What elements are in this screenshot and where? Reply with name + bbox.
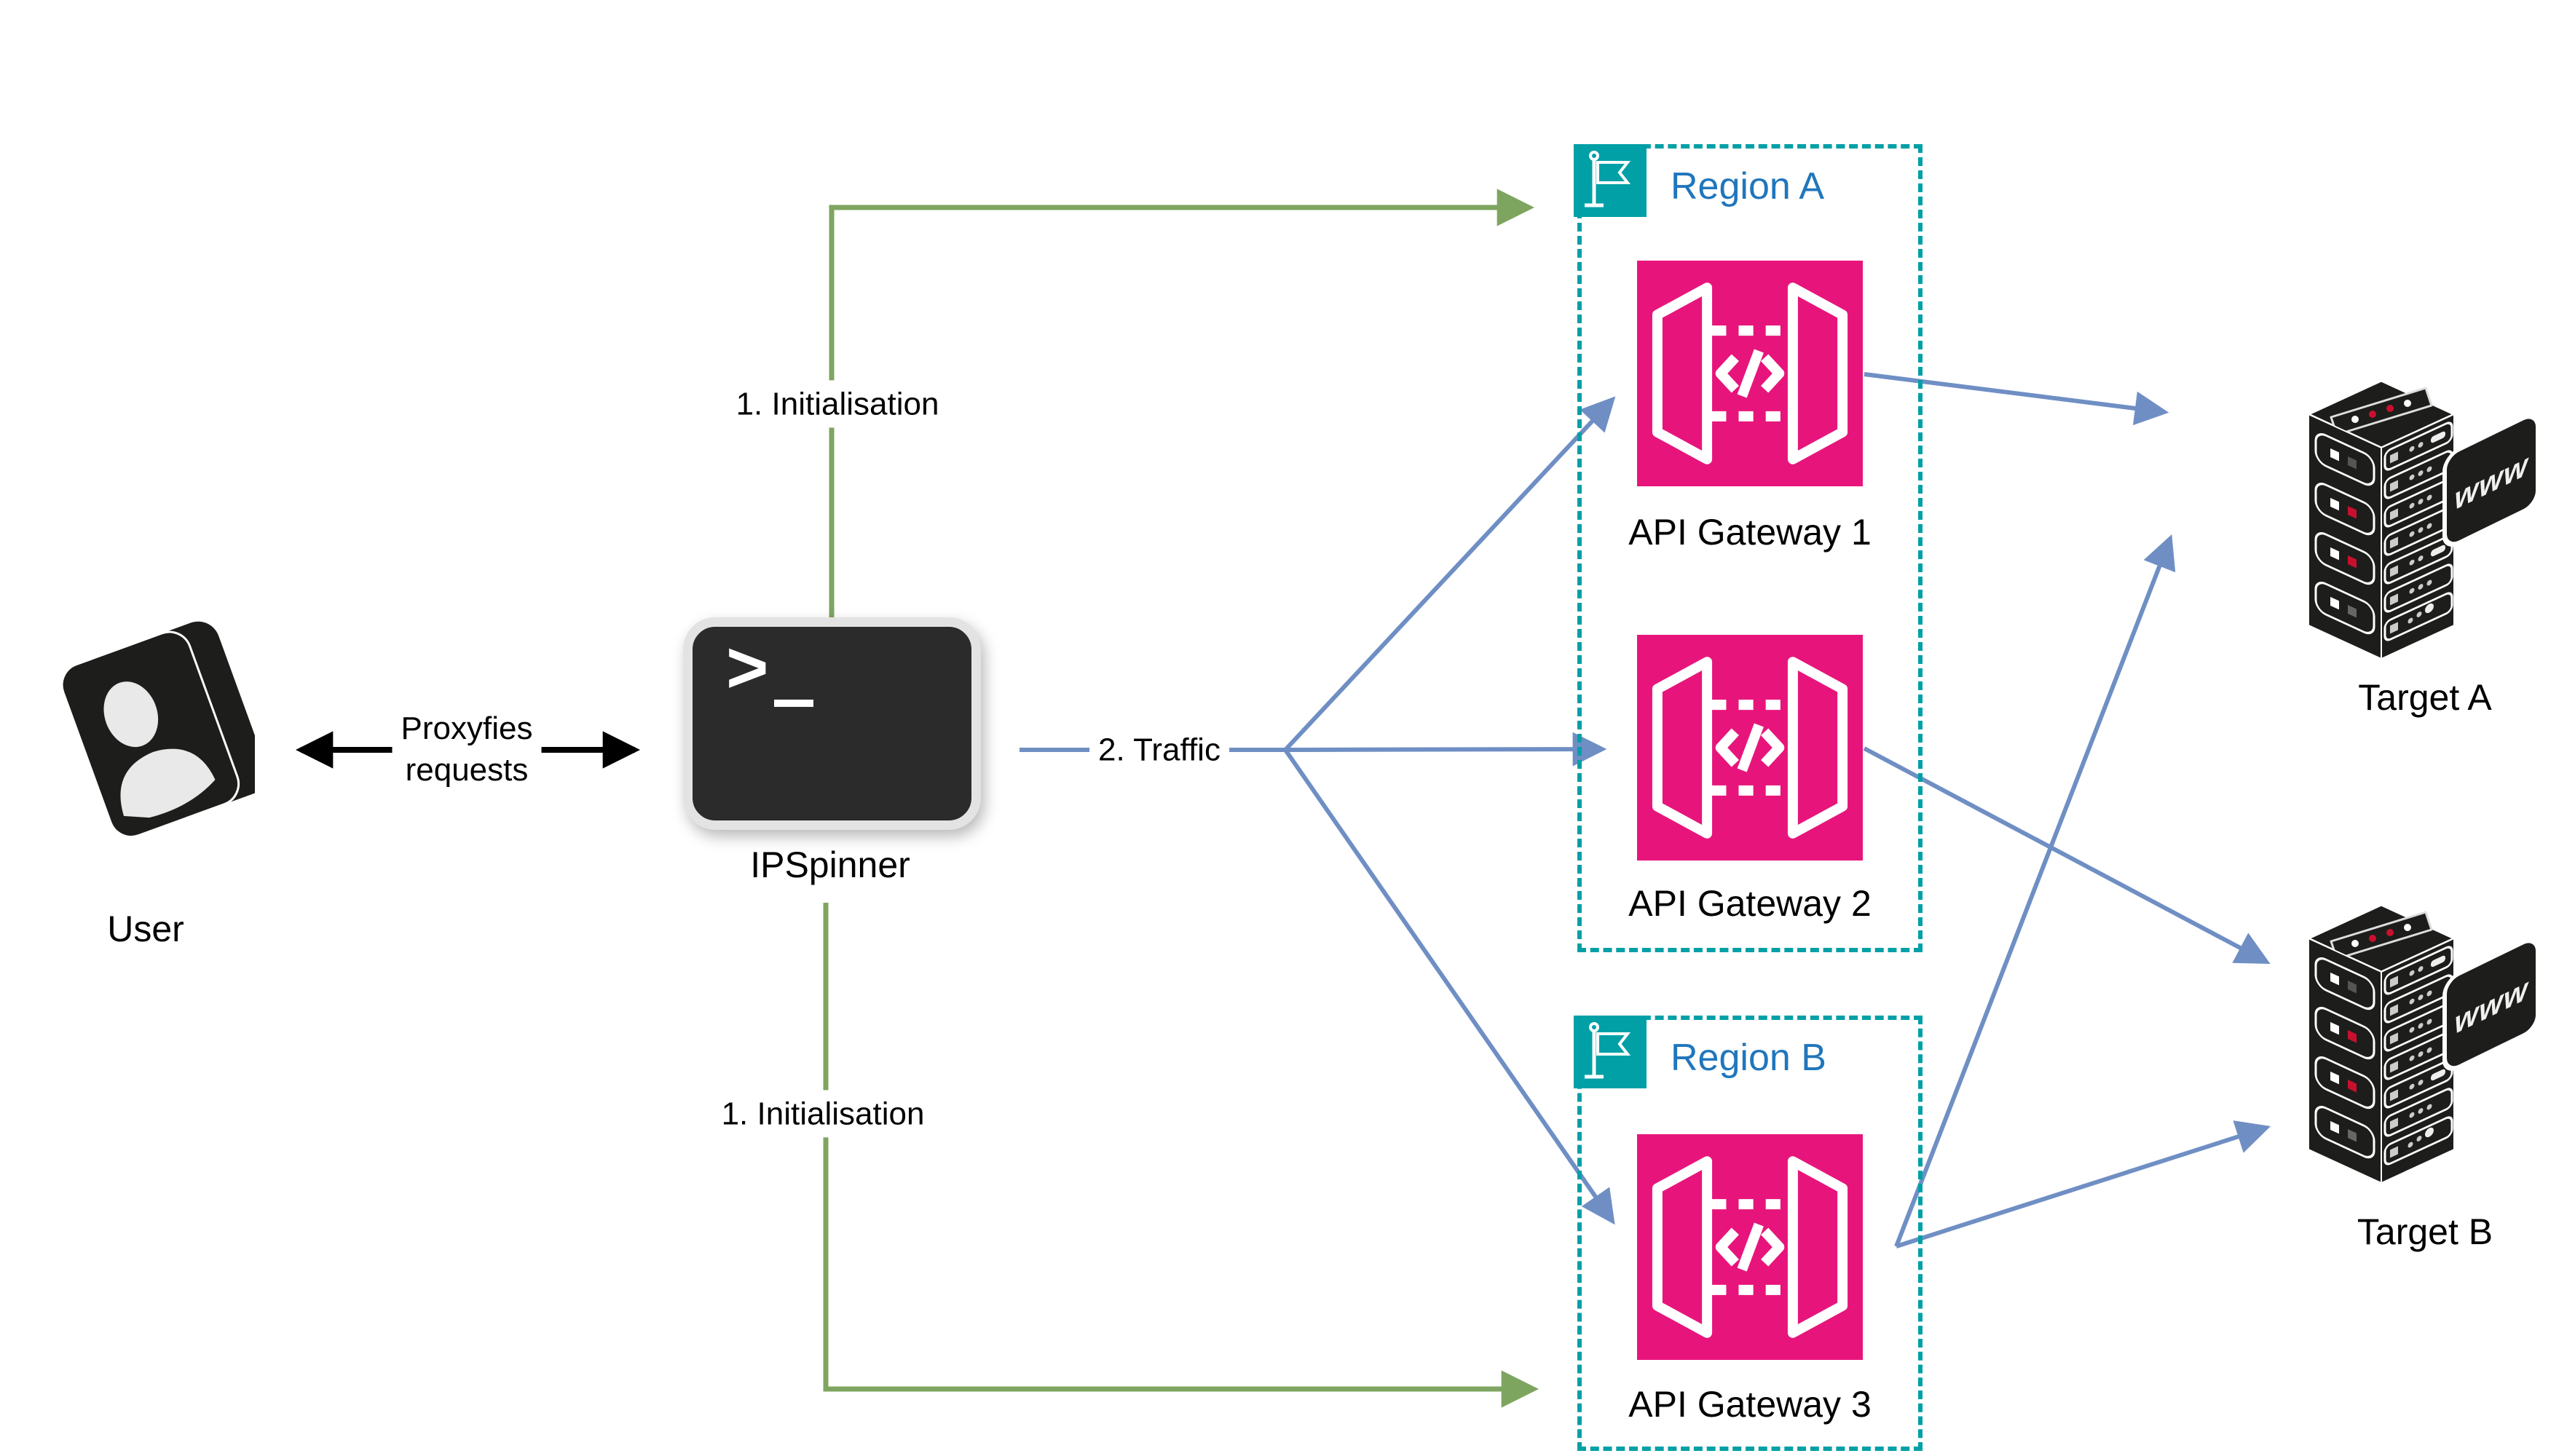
api-gateway-1-label: API Gateway 1 [1628, 512, 1872, 553]
edge-traffic-label: 2. Traffic [1089, 726, 1229, 774]
edge-gw2-target-b-line [1863, 746, 2271, 964]
edge-gw3-target-a-line [1894, 534, 2176, 1248]
user-icon [60, 621, 255, 838]
terminal-cursor [774, 700, 813, 707]
server-icon: www [2307, 903, 2540, 1184]
terminal-prompt: > [726, 627, 769, 708]
edge-traffic-gw1-line [1283, 396, 1616, 752]
edge-traffic-gw2-line [1285, 732, 1607, 767]
region-b-box: Region B [1574, 1016, 1923, 1451]
target-b-label: Target B [2357, 1211, 2493, 1252]
target-a-label: Target A [2358, 677, 2492, 718]
api-gateway-icon [1637, 261, 1863, 486]
flag-icon [1574, 1016, 1647, 1088]
server-icon: www [2307, 379, 2540, 660]
api-gateway-icon [1637, 635, 1863, 860]
flag-icon [1574, 144, 1647, 217]
api-gateway-2-label: API Gateway 2 [1628, 883, 1872, 924]
edge-init-bottom-label: 1. Initialisation [712, 1090, 934, 1138]
ipspinner-label: IPSpinner [750, 844, 910, 885]
region-a-label: Region A [1671, 165, 1825, 207]
edge-proxy-label-line2: requests [405, 752, 529, 788]
region-b-label: Region B [1671, 1037, 1826, 1079]
edge-traffic-gw3-line [1283, 748, 1615, 1225]
terminal-icon: > [683, 617, 981, 830]
edge-init-bottom-line [823, 903, 1539, 1408]
edge-gw3-target-b-line [1896, 1120, 2271, 1249]
user-label: User [107, 909, 184, 949]
edge-proxy-label-line1: Proxyfies [401, 710, 533, 746]
edge-proxy-label: Proxyfies requests [392, 704, 542, 794]
edge-init-top-label: 1. Initialisation [727, 380, 948, 428]
api-gateway-3-label: API Gateway 3 [1628, 1384, 1872, 1425]
api-gateway-icon [1637, 1134, 1863, 1360]
region-a-box: Region A [1574, 144, 1923, 952]
